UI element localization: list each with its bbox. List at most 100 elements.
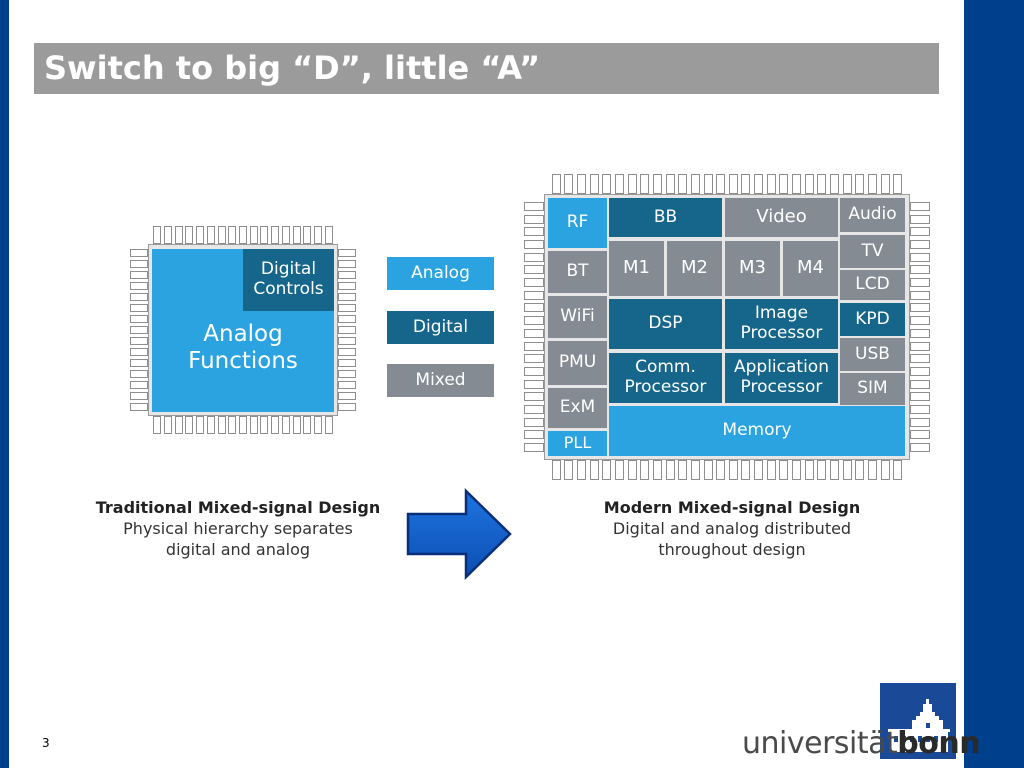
- block-comm-processor: Comm. Processor: [609, 353, 722, 403]
- chip-pin: [627, 174, 637, 194]
- block-m4: M4: [783, 241, 838, 296]
- right-frame-bar: [964, 0, 1024, 768]
- chip-pin: [524, 290, 544, 300]
- chip-pin: [524, 239, 544, 249]
- chip-pin: [910, 354, 930, 364]
- chip-pin: [652, 174, 662, 194]
- chip-pin: [130, 315, 148, 324]
- chip-pin: [130, 391, 148, 400]
- chip-pin: [524, 354, 544, 364]
- modern-caption-title: Modern Mixed-signal Design: [603, 498, 861, 517]
- chip-pin: [817, 460, 827, 480]
- chip-pin: [910, 214, 930, 224]
- chip-pin: [174, 416, 183, 434]
- chip-pin: [703, 174, 713, 194]
- chip-pin: [652, 460, 662, 480]
- chip-pin: [564, 174, 574, 194]
- chip-pin: [324, 226, 333, 244]
- chip-pin: [338, 249, 356, 258]
- chip-pin: [338, 391, 356, 400]
- chip-pin: [303, 416, 312, 434]
- chip-pin: [130, 369, 148, 378]
- chip-pin: [893, 460, 903, 480]
- chip-pin: [817, 174, 827, 194]
- block-pmu: PMU: [548, 341, 607, 385]
- block-usb: USB: [840, 338, 905, 371]
- modern-caption: Modern Mixed-signal Design Digital and a…: [582, 497, 882, 560]
- chip-pin: [130, 336, 148, 345]
- chip-pin: [880, 174, 890, 194]
- chip-pin: [174, 226, 183, 244]
- chip-pin: [338, 380, 356, 389]
- chip-pin: [130, 402, 148, 411]
- chip-pin: [228, 226, 237, 244]
- chip-pin: [910, 392, 930, 402]
- chip-pin: [249, 226, 258, 244]
- chip-pin: [779, 460, 789, 480]
- chip-pin: [703, 460, 713, 480]
- chip-pin: [249, 416, 258, 434]
- chip-pin: [640, 460, 650, 480]
- chip-pin: [196, 226, 205, 244]
- chip-pin: [804, 174, 814, 194]
- traditional-caption-line1: Physical hierarchy separates: [123, 519, 353, 538]
- chip-pin: [867, 174, 877, 194]
- chip-pin: [130, 380, 148, 389]
- chip-pin: [589, 460, 599, 480]
- chip-pin: [338, 304, 356, 313]
- chip-pin: [640, 174, 650, 194]
- chip-pin: [910, 227, 930, 237]
- chip-pin: [217, 416, 226, 434]
- chip-pin: [880, 460, 890, 480]
- chip-pin: [910, 239, 930, 249]
- chip-pin: [130, 358, 148, 367]
- chip-pin: [206, 416, 215, 434]
- chip-pin: [910, 417, 930, 427]
- modern-caption-line2: throughout design: [658, 540, 806, 559]
- chip-pin: [577, 460, 587, 480]
- chip-pin: [338, 358, 356, 367]
- chip-pin: [524, 252, 544, 262]
- digital-controls-block: Digital Controls: [243, 249, 334, 311]
- chip-pin: [338, 271, 356, 280]
- chip-pin: [728, 174, 738, 194]
- chip-pin: [130, 304, 148, 313]
- chip-pin: [338, 293, 356, 302]
- chip-pin: [893, 174, 903, 194]
- chip-pin: [829, 174, 839, 194]
- chip-pin: [130, 260, 148, 269]
- chip-pin: [842, 460, 852, 480]
- university-building-logo-icon: [880, 683, 956, 759]
- chip-pin: [678, 460, 688, 480]
- chip-pin: [239, 416, 247, 434]
- chip-pin: [338, 326, 356, 334]
- chip-pin: [338, 402, 356, 411]
- chip-pin: [206, 226, 215, 244]
- chip-pin: [260, 416, 269, 434]
- chip-pin: [577, 174, 587, 194]
- chip-pin: [524, 201, 544, 211]
- chip-pin: [228, 416, 237, 434]
- chip-pin: [910, 379, 930, 389]
- chip-pin: [164, 416, 173, 434]
- traditional-caption-title: Traditional Mixed-signal Design: [95, 498, 381, 517]
- traditional-chip: Analog Functions Digital Controls: [128, 225, 358, 437]
- block-audio: Audio: [840, 198, 905, 232]
- chip-pin: [602, 174, 612, 194]
- chip-pin: [281, 416, 290, 434]
- chip-pin: [829, 460, 839, 480]
- chip-pin: [779, 174, 789, 194]
- right-arrow-icon: [406, 488, 512, 580]
- legend-analog: Analog: [387, 257, 494, 290]
- page-number: 3: [42, 736, 50, 750]
- chip-pin: [153, 416, 162, 434]
- chip-pin: [741, 174, 751, 194]
- modern-caption-line1: Digital and analog distributed: [612, 519, 852, 538]
- slide-title: Switch to big “D”, little “A”: [44, 49, 541, 87]
- chip-pin: [196, 416, 205, 434]
- chip-pin: [524, 227, 544, 237]
- chip-pin: [615, 460, 625, 480]
- chip-pin: [551, 460, 561, 480]
- block-exm: ExM: [548, 388, 607, 428]
- chip-pin: [524, 316, 544, 326]
